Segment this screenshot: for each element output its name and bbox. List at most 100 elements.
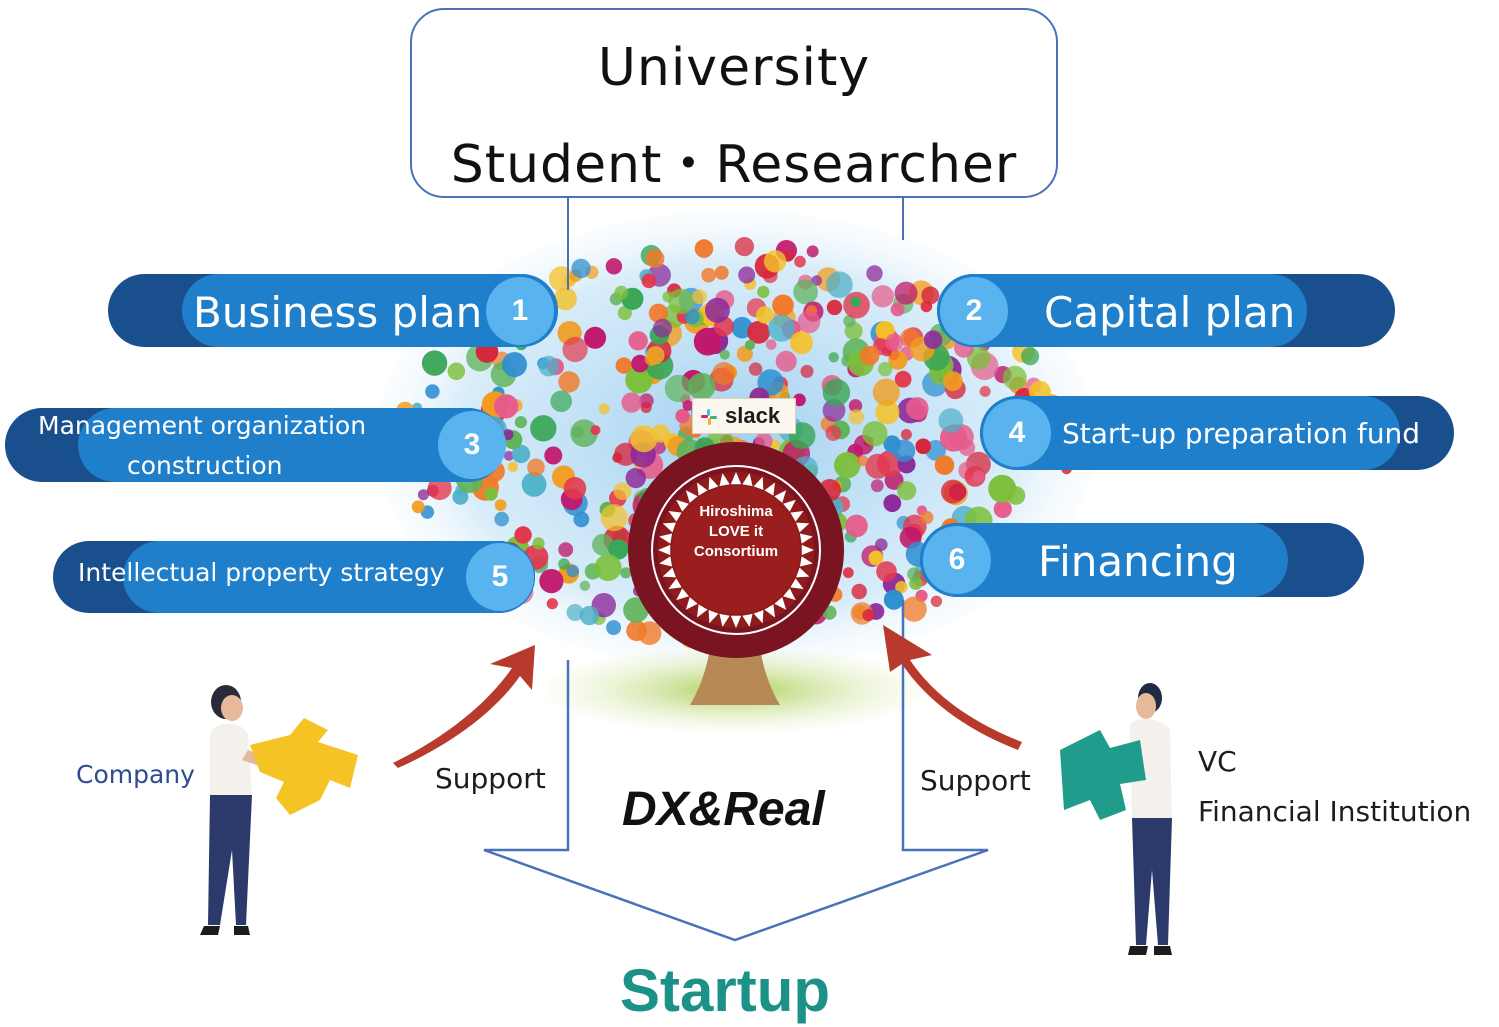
canopy-dot xyxy=(566,604,584,621)
canopy-dot xyxy=(930,595,943,607)
canopy-dot xyxy=(625,467,646,489)
canopy-dot xyxy=(606,620,622,636)
canopy-dot xyxy=(544,446,563,465)
canopy-dot xyxy=(693,327,722,356)
pill-label: Start-up preparation fund xyxy=(1062,417,1421,450)
canopy-dot xyxy=(825,425,842,441)
canopy-dot xyxy=(608,539,629,560)
emblem-tooth xyxy=(697,482,708,496)
canopy-dot xyxy=(640,401,652,413)
canopy-dot xyxy=(514,416,528,429)
number-badge: 1 xyxy=(486,277,554,345)
canopy-dot xyxy=(511,444,531,464)
canopy-dot xyxy=(859,345,880,366)
emblem-tooth xyxy=(799,533,813,544)
canopy-dot xyxy=(862,421,888,447)
canopy-dot xyxy=(714,265,729,280)
canopy-dot xyxy=(494,499,507,511)
canopy-dot xyxy=(920,510,934,525)
university-title: University xyxy=(597,38,871,98)
canopy-dot xyxy=(790,331,813,355)
canopy-dot xyxy=(701,267,716,283)
canopy-dot xyxy=(797,310,821,334)
canopy-dot xyxy=(621,392,642,413)
canopy-dot xyxy=(641,273,657,289)
canopy-dot xyxy=(828,352,839,363)
emblem-tooth xyxy=(790,511,804,522)
canopy-dot xyxy=(566,564,580,578)
canopy-dot xyxy=(637,621,662,645)
canopy-dot xyxy=(675,408,690,424)
slack-icon xyxy=(701,409,717,425)
emblem-tooth xyxy=(659,533,673,544)
canopy-dot xyxy=(958,439,976,456)
canopy-dot xyxy=(712,362,736,385)
canopy-dot xyxy=(738,266,756,284)
canopy-dot xyxy=(421,350,448,376)
startup-label: Startup xyxy=(620,957,830,1024)
emblem-tooth xyxy=(697,604,708,618)
emblem-tooth xyxy=(730,615,742,628)
slack-label: slack xyxy=(725,403,781,428)
canopy-dot xyxy=(800,364,814,378)
emblem-tooth xyxy=(774,490,787,503)
canopy-dot xyxy=(748,362,763,376)
canopy-dot xyxy=(558,542,574,557)
canopy-dot xyxy=(878,362,893,377)
canopy-dot xyxy=(1021,347,1040,366)
canopy-dot xyxy=(571,258,591,279)
canopy-dot xyxy=(614,285,629,300)
canopy-dot xyxy=(613,482,632,501)
canopy-dot xyxy=(605,258,623,275)
canopy-dot xyxy=(857,455,868,467)
emblem-tooth xyxy=(685,597,698,610)
canopy-dot xyxy=(757,285,770,299)
canopy-dot xyxy=(872,378,900,406)
canopy-dot xyxy=(875,400,900,425)
canopy-dot xyxy=(894,281,918,305)
canopy-dot xyxy=(527,458,545,477)
canopy-dot xyxy=(617,305,632,321)
number-badge: 4 xyxy=(983,399,1051,467)
canopy-dot xyxy=(598,403,610,415)
canopy-dot xyxy=(915,438,931,455)
canopy-dot xyxy=(870,479,884,493)
canopy-dot xyxy=(871,285,894,308)
canopy-dot xyxy=(826,271,853,299)
canopy-dot xyxy=(719,349,730,360)
canopy-dot xyxy=(615,357,632,374)
canopy-dot xyxy=(848,409,864,425)
emblem-tooth xyxy=(742,613,753,627)
emblem-tooth xyxy=(676,588,689,601)
canopy-dot xyxy=(425,384,440,399)
canopy-dot xyxy=(594,554,622,581)
emblem-line3: Consortium xyxy=(693,543,779,560)
canopy-dot xyxy=(979,385,991,397)
dx-real-label: DX&Real xyxy=(622,783,825,836)
canopy-dot xyxy=(644,352,659,366)
canopy-dot xyxy=(793,279,818,305)
canopy-dot xyxy=(532,537,545,550)
canopy-dot xyxy=(628,331,648,351)
canopy-dot xyxy=(972,470,985,483)
support-label-left: Support xyxy=(435,762,546,795)
canopy-dot xyxy=(868,550,884,566)
university-box: University Student・Researcher xyxy=(410,8,1058,198)
canopy-dot xyxy=(768,314,795,342)
canopy-dot xyxy=(848,399,863,413)
emblem-tooth xyxy=(742,473,753,487)
emblem-tooth xyxy=(719,613,730,627)
number-badge: 6 xyxy=(923,526,991,594)
emblem-tooth xyxy=(796,567,810,578)
canopy-dot xyxy=(865,453,891,479)
canopy-dot xyxy=(775,350,797,372)
pill-label: Business plan xyxy=(193,288,483,337)
emblem-line2: LOVE it xyxy=(708,523,764,540)
emblem-ring xyxy=(628,442,844,658)
university-subtitle: Student・Researcher xyxy=(450,135,1018,195)
canopy-dot xyxy=(645,249,665,268)
canopy-dot xyxy=(539,569,564,594)
canopy-dot xyxy=(894,370,912,388)
canopy-dot xyxy=(503,450,514,461)
